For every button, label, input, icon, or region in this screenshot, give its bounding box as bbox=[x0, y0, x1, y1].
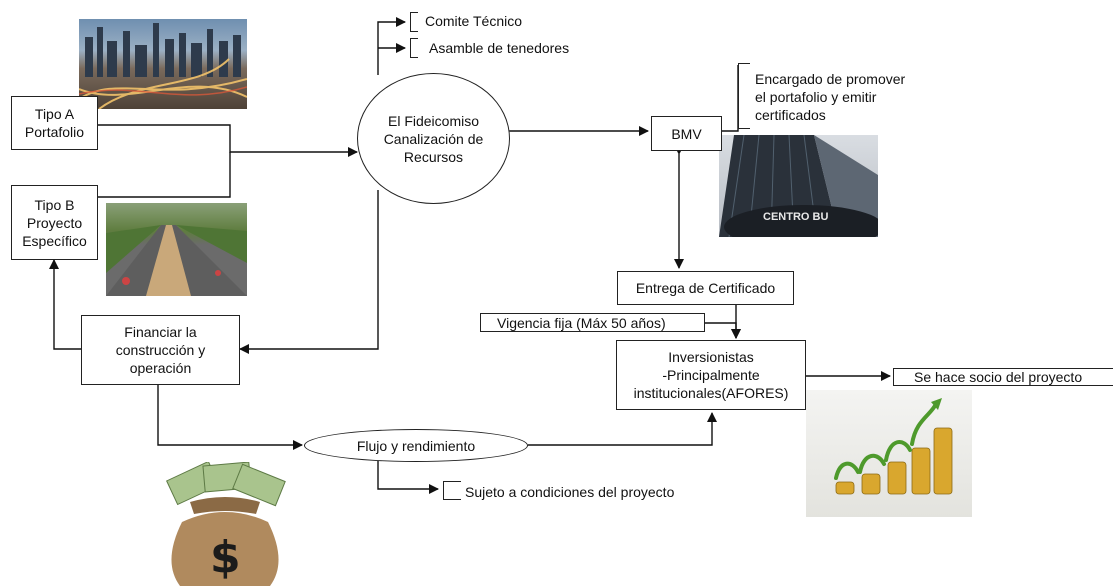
comite-bracket bbox=[410, 12, 418, 32]
socio-bracket bbox=[893, 368, 1113, 386]
entrega-node: Entrega de Certificado bbox=[617, 271, 794, 305]
fideicomiso-node: El Fideicomiso Canalización de Recursos bbox=[357, 73, 510, 204]
city-interchange-photo bbox=[79, 19, 247, 109]
comite-label: Comite Técnico bbox=[425, 13, 523, 29]
sujeto-label: Sujeto a condiciones del proyecto bbox=[465, 484, 675, 500]
inversionistas-label: Inversionistas -Principalmente instituci… bbox=[633, 349, 789, 401]
bmv-note-bracket bbox=[738, 63, 750, 129]
entrega-label: Entrega de Certificado bbox=[635, 280, 776, 296]
financiar-label: Financiar la construcción y operación bbox=[115, 324, 206, 376]
socio-label: Se hace socio del proyecto bbox=[914, 369, 1083, 385]
centro-bursatil-building-photo: CENTRO BU bbox=[719, 135, 878, 237]
tipo-b-label: Tipo B Proyecto Específico bbox=[22, 196, 87, 249]
tipo-a-label: Tipo A Portafolio bbox=[24, 106, 85, 140]
vigencia-label: Vigencia fija (Máx 50 años) bbox=[497, 315, 666, 331]
asamblea-bracket bbox=[410, 38, 418, 58]
flujo-label: Flujo y rendimiento bbox=[356, 437, 476, 454]
money-bag-icon: $ bbox=[160, 462, 290, 586]
financiar-node: Financiar la construcción y operación bbox=[81, 315, 240, 385]
fideicomiso-label: El Fideicomiso Canalización de Recursos bbox=[383, 112, 484, 165]
bmv-note-label: Encargado de promover el portafolio y em… bbox=[755, 71, 906, 123]
bmv-label: BMV bbox=[671, 125, 702, 142]
bmv-node: BMV bbox=[651, 116, 722, 151]
coin-growth-icon bbox=[806, 390, 972, 517]
flujo-node: Flujo y rendimiento bbox=[304, 429, 528, 462]
vigencia-bracket bbox=[480, 313, 705, 332]
inversionistas-node: Inversionistas -Principalmente instituci… bbox=[616, 340, 806, 410]
road-construction-photo bbox=[106, 203, 247, 296]
svg-text:$: $ bbox=[210, 532, 241, 583]
building-sign-text: CENTRO BU bbox=[763, 211, 828, 223]
tipo-b-node: Tipo B Proyecto Específico bbox=[11, 185, 98, 260]
sujeto-bracket bbox=[443, 481, 461, 500]
tipo-a-node: Tipo A Portafolio bbox=[11, 96, 98, 150]
asamblea-label: Asamble de tenedores bbox=[429, 40, 570, 56]
